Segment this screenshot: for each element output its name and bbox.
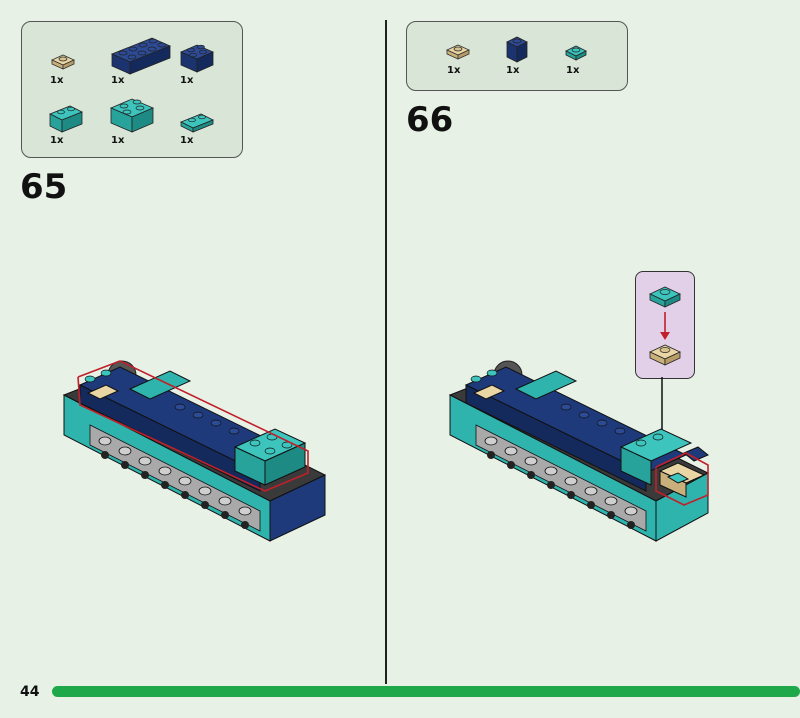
arrow-down-icon <box>660 332 670 340</box>
step-number: 65 <box>20 167 68 207</box>
build-model-step-65 <box>62 360 327 542</box>
progress-bar <box>52 686 800 697</box>
teal-plate-1x1-icon <box>565 45 587 61</box>
teal-brick-1x2-icon <box>49 105 83 133</box>
part-qty: 1x <box>447 65 461 76</box>
part-qty: 1x <box>50 75 64 86</box>
part-qty: 1x <box>111 135 125 146</box>
dark-blue-brick-2x2-icon <box>180 44 214 73</box>
teal-brick-2x2-icon <box>109 98 155 133</box>
sub-assembly-diagram <box>649 286 681 366</box>
parts-list-step-65: 1x 1x 1x 1x 1x <box>21 21 243 158</box>
sub-assembly-callout <box>635 271 695 379</box>
tan-round-plate-icon <box>446 44 470 60</box>
page-number: 44 <box>20 684 40 700</box>
tan-round-plate-icon <box>51 54 75 70</box>
dark-blue-brick-2x4-icon <box>110 37 172 75</box>
dark-blue-brick-1x1-icon <box>506 36 528 63</box>
part-qty: 1x <box>180 75 194 86</box>
part-qty: 1x <box>50 135 64 146</box>
part-qty: 1x <box>566 65 580 76</box>
part-qty: 1x <box>506 65 520 76</box>
build-model-step-66 <box>448 360 710 542</box>
parts-list-step-66: 1x 1x 1x <box>406 21 628 91</box>
page-divider <box>385 20 387 684</box>
teal-plate-1x2-icon <box>180 113 214 133</box>
part-qty: 1x <box>111 75 125 86</box>
step-number: 66 <box>406 100 454 140</box>
part-qty: 1x <box>180 135 194 146</box>
